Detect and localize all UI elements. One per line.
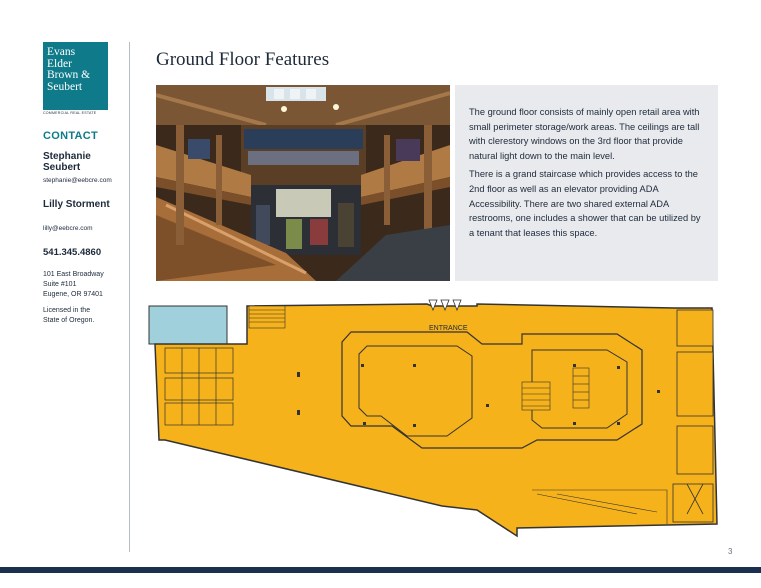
address-line: 101 East Broadway [43,271,104,278]
agent-name: Lilly Storment [43,199,110,210]
page-title: Ground Floor Features [156,49,330,70]
address-line: Suite #101 [43,281,77,288]
floor-plan-drawing: ENTRANCE [148,299,718,538]
logo-line: Elder [47,57,72,70]
contact-heading: CONTACT [43,130,99,142]
entrance-label: ENTRANCE [429,325,468,332]
company-logo: Evans Elder Brown & Seubert [43,42,108,110]
phone-number[interactable]: 541.345.4860 [43,247,102,258]
sidebar: Evans Elder Brown & Seubert COMMERCIAL R… [0,0,130,588]
address-line: Eugene, OR 97401 [43,291,103,298]
restroom-area [148,305,228,345]
description-paragraph: There is a grand staircase which provide… [469,169,701,238]
license-line: State of Oregon. [43,317,95,324]
office-address: 101 East Broadway Suite #101 Eugene, OR … [43,270,104,300]
description-panel: The ground floor consists of mainly open… [455,85,718,281]
agent-email-link[interactable]: lilly@eebcre.com [43,225,93,232]
license-note: Licensed in the State of Oregon. [43,306,94,326]
agent-email-link[interactable]: stephanie@eebcre.com [43,177,112,184]
interior-photo-illustration [156,85,450,281]
interior-photo [156,85,450,281]
license-line: Licensed in the [43,307,91,314]
description-paragraph: The ground floor consists of mainly open… [469,107,700,161]
logo-line: Seubert [47,80,83,93]
retail-floor-area [154,303,718,538]
floor-plan: ENTRANCE [137,298,722,546]
agent-name: Stephanie Seubert [43,151,91,173]
footer-bar [0,567,761,573]
logo-line: Evans [47,46,76,58]
logo-tagline: COMMERCIAL REAL ESTATE [43,111,97,115]
page-number: 3 [728,547,733,556]
sidebar-divider [129,42,130,552]
logo-line: Brown & [47,69,91,81]
